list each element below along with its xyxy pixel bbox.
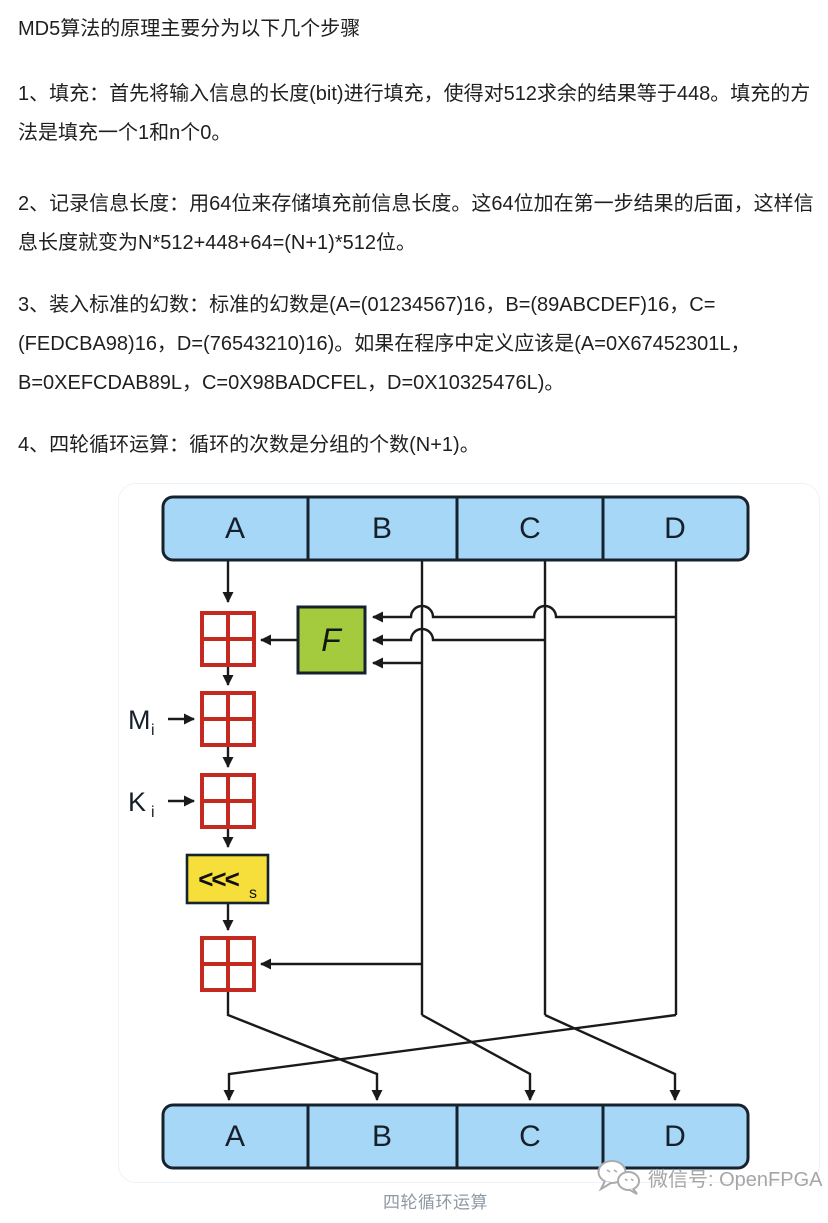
- article-text-block: MD5算法的原理主要分为以下几个步骤 1、填充：首先将输入信息的长度(bit)进…: [0, 0, 828, 465]
- register-d-top: D: [664, 512, 686, 545]
- wechat-icon: [597, 1160, 640, 1195]
- mi-base: M: [128, 705, 151, 735]
- paragraph-step3-magic-numbers: 3、装入标准的幻数：标准的幻数是(A=(01234567)16，B=(89ABC…: [18, 294, 751, 394]
- register-d-bottom: D: [664, 1120, 686, 1153]
- mi-sub: i: [151, 722, 155, 739]
- article-title: MD5算法的原理主要分为以下几个步骤: [18, 18, 361, 40]
- rotate-subscript: s: [249, 885, 257, 902]
- rotate-label: <<<: [198, 864, 239, 894]
- constant-input-label: K i: [128, 787, 155, 821]
- register-b-bottom: B: [372, 1120, 392, 1153]
- paragraph-step1-padding: 1、填充：首先将输入信息的长度(bit)进行填充，使得对512求余的结果等于44…: [18, 83, 811, 144]
- paragraph-step4-rounds: 4、四轮循环运算：循环的次数是分组的个数(N+1)。: [18, 434, 480, 456]
- adders: [200, 611, 256, 992]
- adder-3-constant: [200, 773, 256, 829]
- register-b-top: B: [372, 512, 392, 545]
- adder-4-final: [200, 936, 256, 992]
- watermark-text: 微信号: OpenFPGA: [648, 1168, 823, 1191]
- watermark: 微信号: OpenFPGA: [596, 1158, 823, 1196]
- wire-add4-to-bottom-b: [226, 991, 383, 1101]
- wire-d-to-bottom-a: [223, 1013, 677, 1101]
- register-a-bottom: A: [225, 1120, 245, 1153]
- wire-c-to-f: [372, 627, 545, 646]
- register-a-top: A: [225, 512, 245, 545]
- message-input-label: M i: [128, 705, 155, 739]
- function-f-box: F: [296, 605, 367, 675]
- register-c-bottom: C: [519, 1120, 541, 1153]
- paragraph-step2-length: 2、记录信息长度：用64位来存储填充前信息长度。这64位加在第一步结果的后面，这…: [18, 193, 814, 254]
- figure-card: [118, 483, 820, 1183]
- function-f-label: F: [321, 622, 343, 658]
- wires: [168, 561, 681, 1101]
- wire-d-to-f: [372, 604, 676, 623]
- wire-b-to-bottom-c: [421, 1013, 536, 1101]
- ki-base: K: [128, 787, 146, 817]
- register-c-top: C: [519, 512, 541, 545]
- rotate-box: <<< s: [185, 853, 270, 905]
- bottom-register-row: A B C D: [161, 1103, 750, 1170]
- adder-1: [200, 611, 256, 667]
- figure-caption: 四轮循环运算: [383, 1193, 488, 1212]
- top-register-row: A B C D: [161, 495, 750, 562]
- wire-c-to-bottom-d: [544, 1013, 681, 1101]
- md5-round-diagram: A B C D A B C D F <<< s M i K i: [128, 495, 750, 1170]
- ki-sub: i: [151, 804, 155, 821]
- adder-2-message: [200, 691, 256, 747]
